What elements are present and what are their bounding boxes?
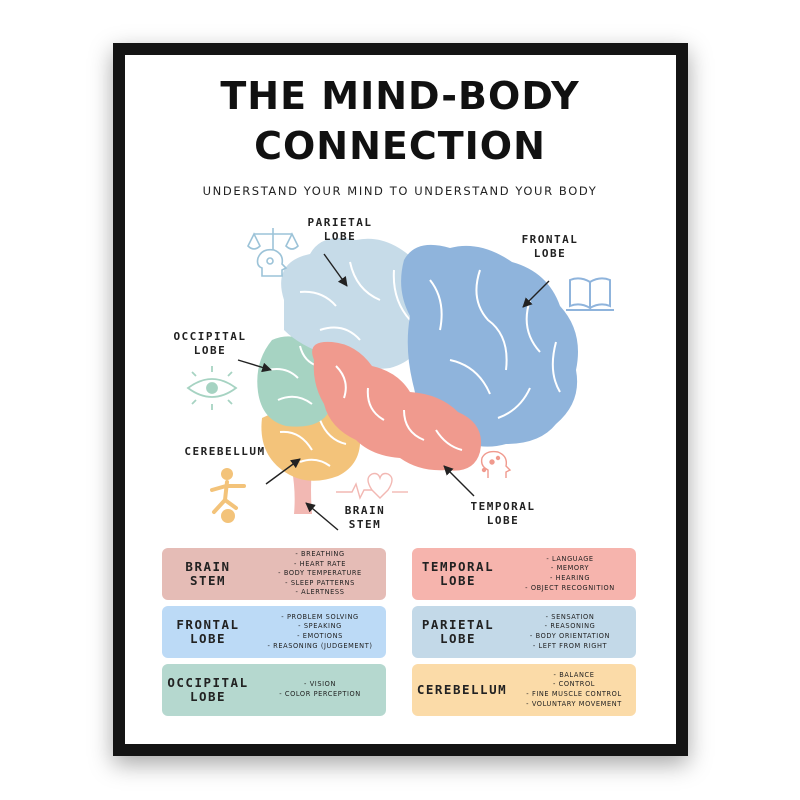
label-parietal-line2: LOBE [323, 230, 357, 243]
running-person-icon [210, 468, 246, 523]
card-parietal-lobe: PARIETAL LOBE SENSATION REASONING BODY O… [412, 606, 636, 658]
scales-icon [247, 228, 299, 250]
card-title: BRAIN STEM [162, 560, 254, 588]
card-frontal-lobe: FRONTAL LOBE PROBLEM SOLVING SPEAKING EM… [162, 606, 386, 658]
list-item: FINE MUSCLE CONTROL [512, 690, 636, 700]
head-sparkle-icon [480, 450, 512, 478]
list-item: LANGUAGE [504, 555, 636, 565]
label-temporal-line1: TEMPORAL [470, 500, 536, 513]
eye-icon [186, 366, 238, 410]
label-temporal-line2: LOBE [486, 514, 520, 527]
label-frontal-line2: LOBE [533, 247, 567, 260]
label-occipital-line2: LOBE [193, 344, 227, 357]
list-item: HEARING [504, 574, 636, 584]
card-title: OCCIPITAL LOBE [162, 676, 254, 704]
card-title: PARIETAL LOBE [412, 618, 504, 646]
card-cerebellum: CEREBELLUM BALANCE CONTROL FINE MUSCLE C… [412, 664, 636, 716]
label-occipital-line1: OCCIPITAL [173, 330, 247, 343]
list-item: BREATHING [254, 550, 386, 560]
card-title-line2: LOBE [189, 689, 227, 704]
list-item: VOLUNTARY MOVEMENT [512, 700, 636, 710]
parietal-lobe-region [281, 237, 429, 369]
label-brain-stem: BRAIN STEM [330, 504, 400, 532]
list-item: VISION [254, 680, 386, 690]
card-function-list: LANGUAGE MEMORY HEARING OBJECT RECOGNITI… [504, 555, 636, 593]
card-function-list: SENSATION REASONING BODY ORIENTATION LEF… [504, 613, 636, 651]
label-temporal-lobe: TEMPORAL LOBE [458, 500, 548, 528]
list-item: OBJECT RECOGNITION [504, 584, 636, 594]
heartbeat-icon [336, 472, 408, 500]
list-item: REASONING (JUDGEMENT) [254, 642, 386, 652]
card-title-line1: BRAIN [185, 559, 231, 574]
list-item: SLEEP PATTERNS [254, 579, 386, 589]
label-cerebellum-line1: CEREBELLUM [184, 445, 266, 458]
card-title-line1: TEMPORAL [421, 559, 495, 574]
list-item: BODY ORIENTATION [504, 632, 636, 642]
card-temporal-lobe: TEMPORAL LOBE LANGUAGE MEMORY HEARING OB… [412, 548, 636, 600]
label-frontal-lobe: FRONTAL LOBE [510, 233, 590, 261]
card-function-list: VISION COLOR PERCEPTION [254, 680, 386, 699]
card-title-line2: LOBE [439, 573, 477, 588]
card-occipital-lobe: OCCIPITAL LOBE VISION COLOR PERCEPTION [162, 664, 386, 716]
card-title-line2: STEM [189, 573, 227, 588]
card-title-line2: LOBE [189, 631, 227, 646]
list-item: PROBLEM SOLVING [254, 613, 386, 623]
label-frontal-line1: FRONTAL [521, 233, 579, 246]
list-item: EMOTIONS [254, 632, 386, 642]
card-title: FRONTAL LOBE [162, 618, 254, 646]
card-title-line1: FRONTAL [176, 617, 240, 632]
card-brain-stem: BRAIN STEM BREATHING HEART RATE BODY TEM… [162, 548, 386, 600]
list-item: CONTROL [512, 680, 636, 690]
card-title-line1: PARIETAL [421, 617, 495, 632]
book-icon [566, 277, 614, 311]
label-occipital-lobe: OCCIPITAL LOBE [164, 330, 256, 358]
card-function-list: BALANCE CONTROL FINE MUSCLE CONTROL VOLU… [512, 671, 636, 709]
poster-title-line2: CONNECTION [254, 124, 546, 168]
card-function-list: PROBLEM SOLVING SPEAKING EMOTIONS REASON… [254, 613, 386, 651]
list-item: REASONING [504, 622, 636, 632]
card-title-line1: OCCIPITAL [167, 675, 249, 690]
list-item: SENSATION [504, 613, 636, 623]
poster-subtitle: UNDERSTAND YOUR MIND TO UNDERSTAND YOUR … [202, 184, 598, 198]
list-item: COLOR PERCEPTION [254, 690, 386, 700]
card-function-list: BREATHING HEART RATE BODY TEMPERATURE SL… [254, 550, 386, 598]
label-cerebellum: CEREBELLUM [172, 445, 278, 459]
head-gears-icon [256, 248, 288, 277]
list-item: LEFT FROM RIGHT [504, 642, 636, 652]
card-title: CEREBELLUM [412, 683, 512, 697]
list-item: BALANCE [512, 671, 636, 681]
poster-title-line1: THE MIND-BODY [220, 74, 580, 118]
label-brainstem-line2: STEM [348, 518, 382, 531]
temporal-lobe-region [312, 341, 482, 471]
list-item: MEMORY [504, 564, 636, 574]
label-brainstem-line1: BRAIN [344, 504, 386, 517]
list-item: HEART RATE [254, 560, 386, 570]
list-item: BODY TEMPERATURE [254, 569, 386, 579]
card-title: TEMPORAL LOBE [412, 560, 504, 588]
list-item: ALERTNESS [254, 588, 386, 598]
label-parietal-line1: PARIETAL [307, 216, 373, 229]
label-parietal-lobe: PARIETAL LOBE [300, 216, 380, 244]
card-title-line1: CEREBELLUM [416, 682, 508, 697]
list-item: SPEAKING [254, 622, 386, 632]
card-title-line2: LOBE [439, 631, 477, 646]
